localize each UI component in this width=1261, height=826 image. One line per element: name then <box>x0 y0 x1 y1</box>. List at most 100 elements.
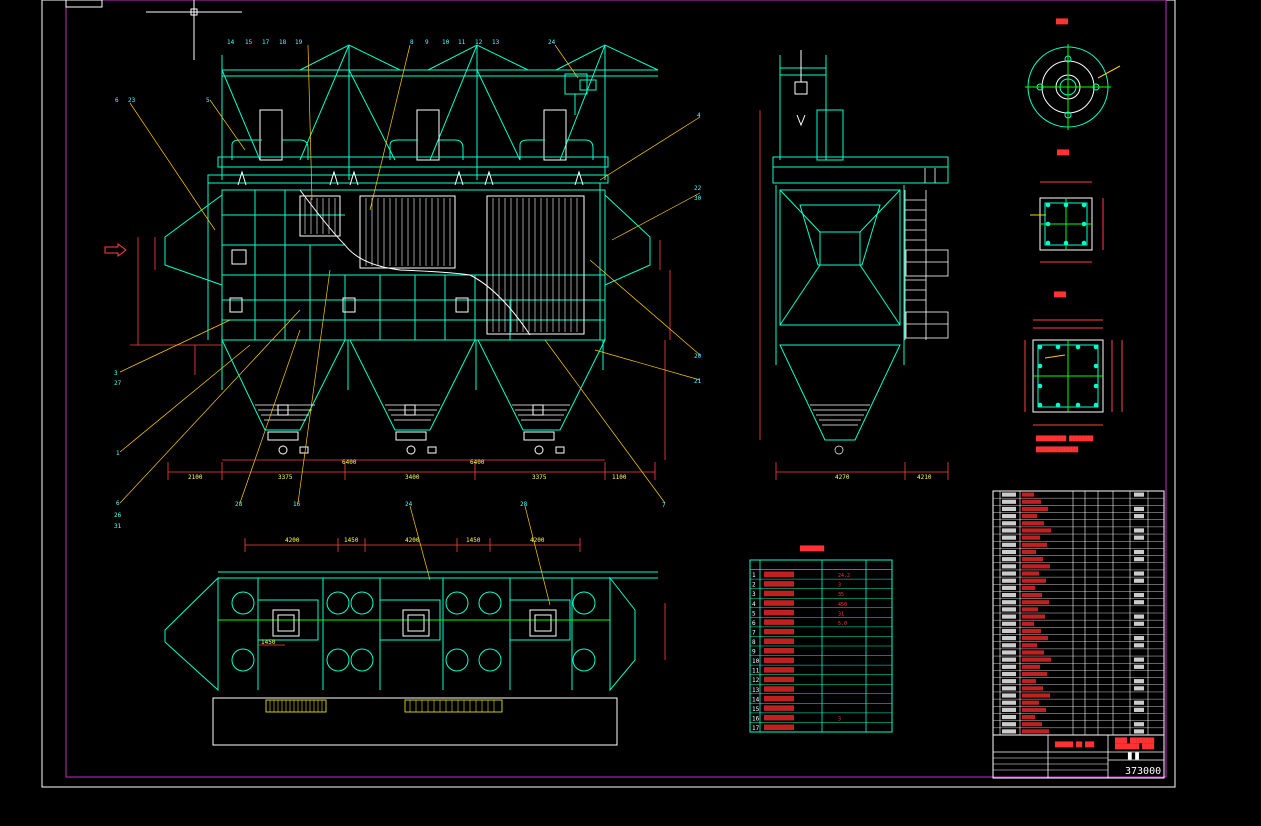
parts-list-row-code <box>1002 535 1016 540</box>
svg-text:████: ████ <box>1053 291 1067 298</box>
spec-table-row-label <box>764 648 794 654</box>
parts-list-row-note <box>1134 600 1144 605</box>
detail-flange-large: ████ ██████████ ████████ ██████████████ <box>1024 291 1123 453</box>
front-view-callouts: 14 15 17 18 19 8 9 10 11 12 13 24 6 23 5… <box>114 39 702 530</box>
parts-list-row-note <box>1134 557 1144 562</box>
parts-list-row-note <box>1134 657 1144 662</box>
svg-text:████ ████████: ████ ████████ <box>1114 737 1155 744</box>
crosshair-cursor <box>146 0 242 60</box>
callout-30: 30 <box>694 195 702 202</box>
spec-table-row-label <box>764 686 794 692</box>
callout-31: 31 <box>114 523 122 530</box>
svg-text:██████████████: ██████████████ <box>1035 446 1079 453</box>
spec-table-row-number: 17 <box>752 725 760 732</box>
parts-list-row-note <box>1134 549 1144 555</box>
outer-frame <box>41 0 1176 788</box>
parts-list-row-code <box>1002 528 1016 533</box>
parts-list-row-code <box>1002 607 1016 612</box>
parts-list-row-note <box>1134 707 1144 712</box>
parts-list-row-name <box>1022 693 1050 698</box>
callout-27: 27 <box>114 380 122 387</box>
callout-6: 6 <box>115 97 119 104</box>
parts-list-row-code <box>1002 628 1016 634</box>
parts-list-row-name <box>1022 585 1035 590</box>
parts-list-row-name <box>1022 499 1041 504</box>
spec-table-row-number: 11 <box>752 668 760 675</box>
parts-list-row-note <box>1134 528 1144 533</box>
callout-21: 21 <box>694 378 702 385</box>
callout-18: 18 <box>279 39 287 46</box>
spec-table-row-value: 35 <box>838 592 844 598</box>
parts-list-row-name <box>1022 628 1041 634</box>
parts-list-row-code <box>1002 585 1016 590</box>
parts-list-row-note <box>1134 636 1144 641</box>
parts-list-row-code <box>1002 578 1016 583</box>
parts-list-row-code <box>1002 686 1016 691</box>
svg-text:████████ ████: ████████ ████ <box>1114 743 1155 750</box>
spec-table-row-label <box>764 571 794 578</box>
callout-19: 19 <box>295 39 303 46</box>
parts-list-row-name <box>1022 542 1047 547</box>
spec-table-row-label <box>764 705 794 711</box>
spec-table-row-number: 16 <box>752 715 760 722</box>
parts-list-row-name <box>1022 679 1036 684</box>
spec-table-row-value: 31 <box>838 611 844 617</box>
parts-list-row-code <box>1002 729 1016 734</box>
parts-list-row-name <box>1022 714 1035 720</box>
dim-3375-a: 3375 <box>278 474 293 481</box>
callout-7: 7 <box>662 502 666 509</box>
detail-flange-small: ████ <box>1030 149 1104 263</box>
plan-view-circles <box>231 591 596 672</box>
corner-box <box>65 0 103 8</box>
plan-dim-1450-b: 1450 <box>466 537 481 544</box>
parts-list-row-name <box>1022 592 1042 598</box>
callout-6b: 6 <box>116 500 120 507</box>
spec-table-row-number: 5 <box>752 610 756 617</box>
parts-list-row-code <box>1002 714 1016 720</box>
parts-list-row-code <box>1002 564 1016 569</box>
svg-text:████: ████ <box>1056 149 1070 156</box>
break-line <box>299 189 531 336</box>
parts-list <box>992 490 1165 779</box>
dim-1100: 1100 <box>612 474 627 481</box>
spec-table-row-label <box>764 619 794 625</box>
spec-table-row-label <box>764 724 794 730</box>
parts-list-row-code <box>1002 571 1016 576</box>
parts-list-row-code <box>1002 650 1016 655</box>
parts-list-row-name <box>1022 621 1034 626</box>
plan-view: 24 28 4200 1450 4200 1450 4200 1450 <box>164 501 666 746</box>
parts-list-row-note <box>1134 571 1144 576</box>
parts-list-row-name <box>1022 528 1051 533</box>
spec-table-row-number: 1 <box>752 572 756 579</box>
spec-table-row-label <box>764 600 794 606</box>
parts-list-row-name <box>1022 636 1048 641</box>
parts-list-row-name <box>1022 707 1046 712</box>
spec-table-row-number: 12 <box>752 677 760 684</box>
dim-4210: 4210 <box>917 474 932 481</box>
dim-6400-b: 6400 <box>470 459 485 466</box>
parts-list-row-name <box>1022 549 1036 555</box>
parts-list-row-name <box>1022 686 1043 691</box>
parts-list-row-note <box>1134 506 1144 512</box>
inlet-arrow-icon <box>104 243 127 257</box>
spec-table-row-label <box>764 628 794 635</box>
parts-list-row-name <box>1022 700 1039 705</box>
parts-list-row-code <box>1002 521 1016 526</box>
spec-table-row-label <box>764 609 794 616</box>
spec-table-row-number: 7 <box>752 629 756 636</box>
svg-text:██████████ ████████: ██████████ ████████ <box>1035 435 1094 442</box>
spec-table-row-label <box>764 695 794 702</box>
parts-list-row-note <box>1134 614 1144 619</box>
callout-28: 28 <box>235 501 243 508</box>
parts-list-row-name <box>1022 657 1051 662</box>
callout-16: 16 <box>293 501 301 508</box>
callout-9: 9 <box>425 39 429 46</box>
parts-list-row-name <box>1022 614 1045 619</box>
parts-list-row-code <box>1002 514 1016 519</box>
svg-text:█ █: █ █ <box>1127 752 1139 760</box>
inner-frame <box>65 0 1167 778</box>
spec-table-row-label <box>764 657 794 664</box>
parts-list-row-note <box>1134 643 1144 648</box>
plan-dim-4200-c: 4200 <box>530 537 545 544</box>
parts-list-row-note <box>1134 722 1144 727</box>
